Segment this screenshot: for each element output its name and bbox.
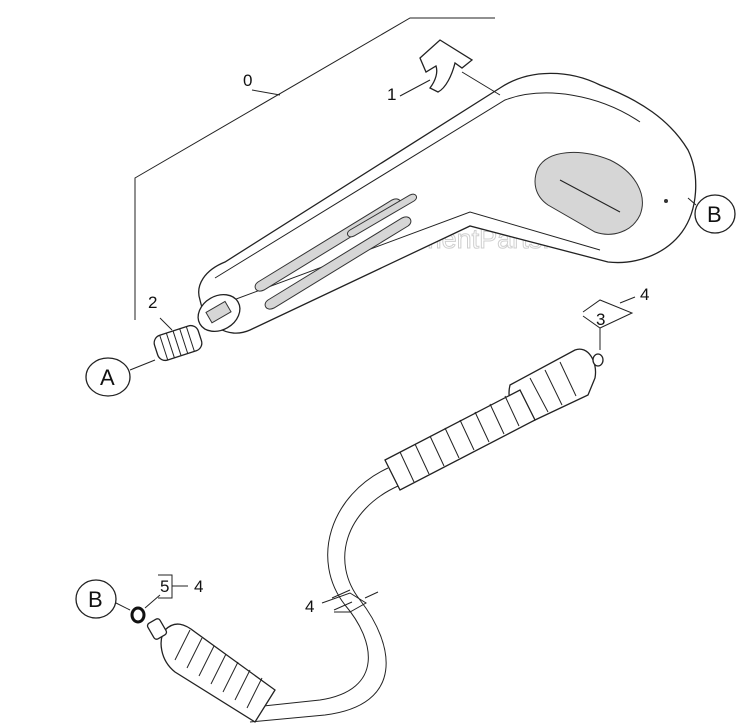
clip-part <box>399 39 501 97</box>
hose-assembly <box>146 348 597 723</box>
label-ref-bottom: 4 <box>194 577 203 596</box>
ref-bracket-top <box>582 296 636 329</box>
label-assembly: 0 <box>243 71 252 90</box>
ref-bracket-bottom <box>158 574 188 599</box>
oring-bottom <box>130 594 161 624</box>
callout-a: A <box>85 357 156 397</box>
oring-top <box>592 328 604 367</box>
label-clip: 1 <box>387 85 396 104</box>
assembly-bracket <box>134 17 495 320</box>
label-hose-mid: 4 <box>305 597 314 616</box>
label-oring-top: 3 <box>596 310 605 329</box>
callout-b-handle-text: B <box>707 202 722 227</box>
spring-part <box>153 317 203 362</box>
ref-hose-mid <box>321 592 367 613</box>
label-oring-bottom: 5 <box>160 577 169 596</box>
label-spring: 2 <box>148 293 157 312</box>
callout-b-hose: B <box>75 579 131 619</box>
callout-a-text: A <box>100 365 115 390</box>
label-ref-top: 4 <box>640 285 649 304</box>
callout-b-handle: B <box>687 194 736 234</box>
callout-b-hose-text: B <box>88 587 103 612</box>
handle-screw-hole <box>664 199 668 203</box>
gun-handle <box>197 72 697 334</box>
